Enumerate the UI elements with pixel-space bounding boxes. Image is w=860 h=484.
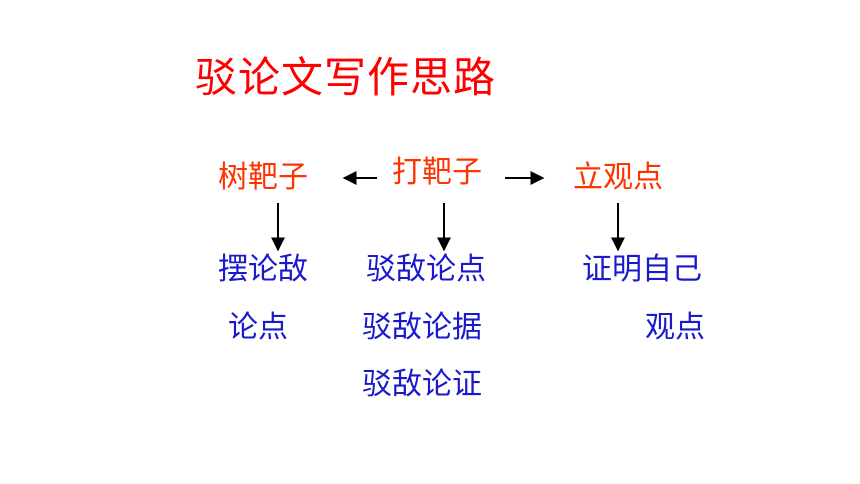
header-set-target: 树靶子 <box>218 160 308 195</box>
col2-line3: 驳敌论证 <box>362 367 482 402</box>
header-hit-target: 打靶子 <box>392 155 482 190</box>
col2-line1: 驳敌论点 <box>366 252 486 287</box>
col1-line1: 摆论敌 <box>218 252 308 287</box>
page-title: 驳论文写作思路 <box>195 53 497 102</box>
col1-line2: 论点 <box>228 310 288 345</box>
col3-line2: 观点 <box>645 310 705 345</box>
col3-line1: 证明自己 <box>582 252 702 287</box>
col2-line2: 驳敌论据 <box>362 310 482 345</box>
header-own-view: 立观点 <box>573 160 663 195</box>
